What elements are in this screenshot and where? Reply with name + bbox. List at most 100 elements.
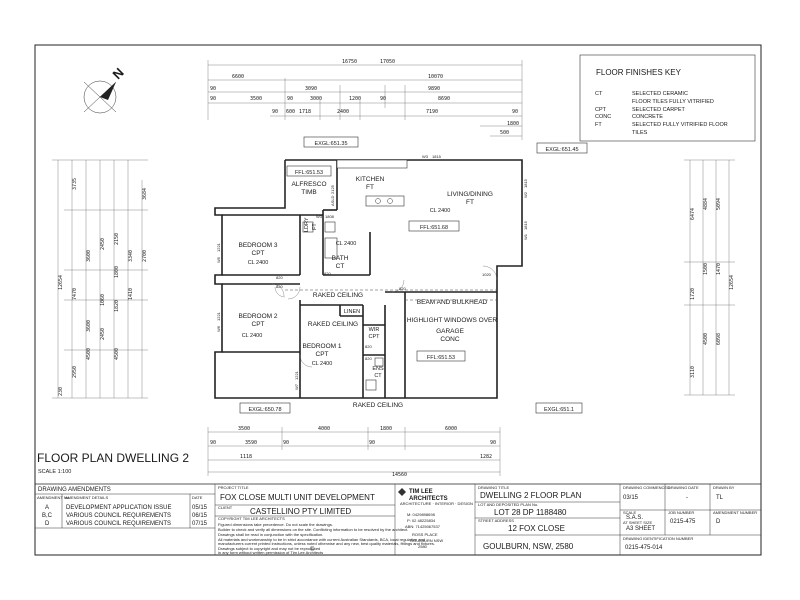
project-label: PROJECT TITLE — [218, 485, 249, 490]
exgl-d: EXGL:651.1 — [544, 407, 574, 413]
exgl-tag — [303, 136, 359, 148]
finishes-key: FLOOR FINISHES KEY CT SELECTED CERAMIC F… — [595, 68, 728, 136]
exgl-c: EXGL:650.78 — [248, 407, 281, 413]
dim-label: 6474 — [690, 208, 696, 220]
street-label: STREET ADDRESS — [478, 518, 514, 523]
dim-label: 4500 — [703, 333, 709, 345]
room-living-finish: FT — [466, 199, 474, 206]
lot-number: LOT 28 DP 1188480 — [494, 508, 567, 517]
amend-date: 06/15 — [192, 513, 208, 519]
amend-detail: VARIOUS COUNCIL REQUIREMENTS — [66, 521, 171, 527]
amend-no: D — [45, 521, 50, 527]
dim-label: 1720 — [690, 288, 696, 300]
key-title: FLOOR FINISHES KEY — [596, 68, 682, 77]
room-bath-ceiling: CL 2400 — [336, 241, 357, 247]
amend-col-date: DATE — [192, 495, 203, 500]
street-address: 12 FOX CLOSE — [508, 524, 565, 533]
note: Drawings subject to copyright and may no… — [218, 546, 320, 551]
drawing-title: DWELLING 2 FLOOR PLAN — [480, 491, 582, 500]
plan-scale: SCALE 1:100 — [38, 469, 71, 475]
dim-label: 1060 — [100, 294, 106, 306]
dim-label: 8690 — [438, 96, 450, 102]
raked-ceiling: RAKED CEILING — [308, 321, 358, 328]
dim-label: 5094 — [716, 198, 722, 210]
ffl-garage: FFL:651.53 — [427, 355, 455, 361]
drawn-by: TL — [716, 495, 724, 501]
dim-label: 2450 — [100, 328, 106, 340]
room-laundry-finish: FT — [312, 223, 318, 230]
room-living-ceiling: CL 2400 — [430, 208, 451, 214]
dim-label: 7190 — [426, 109, 438, 115]
laundry-tub — [302, 221, 314, 233]
highlight-windows: HIGHLIGHT WINDOWS OVER — [407, 317, 497, 324]
room-bath: BATH — [332, 255, 349, 262]
copyright-icon: © — [310, 546, 315, 553]
firm-tagline: ARCHITECTURE · INTERIOR · DESIGN — [400, 501, 473, 506]
firm-address: 2580 — [418, 544, 428, 549]
ffl-tag — [416, 350, 466, 362]
copyright-label: COPYRIGHT TIM LEE ARCHITECTS — [218, 516, 285, 521]
dim-label: 12654 — [729, 275, 735, 290]
dim-label: 90 — [512, 109, 518, 115]
note: manufacturers current printed instructio… — [218, 541, 435, 546]
dim-label: 1118 — [240, 454, 252, 460]
plan-title: FLOOR PLAN DWELLING 2 — [37, 451, 189, 465]
window-size: 1221 — [294, 370, 299, 380]
exgl-tag — [535, 402, 583, 414]
amend-no: B,C — [42, 513, 53, 519]
dim-label: 90 — [272, 109, 278, 115]
drawing-date: - — [686, 495, 688, 501]
room-bed1-ceiling: CL 2400 — [312, 361, 333, 367]
window-tag: W3 — [316, 214, 323, 219]
kitchen-island — [365, 195, 405, 207]
key-desc: FLOOR TILES FULLY VITRIFIED — [632, 99, 714, 105]
window-size: 1815 — [523, 178, 528, 188]
amend-detail: DEVELOPMENT APPLICATION ISSUE — [66, 505, 171, 511]
dim-label: 3590 — [245, 440, 257, 446]
ensuite-basin — [374, 357, 384, 367]
window-tag: W1 — [523, 233, 528, 240]
exgl-tag — [536, 142, 588, 154]
amend-date: 07/15 — [192, 521, 208, 527]
key-desc: TILES — [632, 130, 648, 136]
ffl-living: FFL:651.68 — [420, 225, 448, 231]
firm-name: TIM LEE — [409, 489, 433, 495]
date-label: DRAWING DATE — [668, 485, 699, 490]
note: in any form without written permission o… — [218, 550, 323, 555]
dim-label: 1500 — [703, 263, 709, 275]
dim-label: 4500 — [86, 348, 92, 360]
window-tag: W3 — [422, 154, 429, 159]
dim-label: 90 — [490, 440, 496, 446]
key-desc: SELECTED CARPET — [632, 107, 686, 113]
sheet-size: A3 SHEET — [626, 526, 655, 532]
dim-label: 90 — [283, 440, 289, 446]
dim-label: 3684 — [142, 188, 148, 200]
amendment-label: AMENDMENT NUMBER — [713, 510, 757, 515]
sheet-scale: S.A.S. — [626, 515, 643, 521]
raked-ceiling: RAKED CEILING — [353, 402, 403, 409]
dim-label: 6600 — [232, 74, 244, 80]
dim-label: 3340 — [128, 250, 134, 262]
dim-label: 1800 — [507, 121, 519, 127]
room-kitchen-finish: FT — [366, 184, 374, 191]
room-wir: WIR — [369, 327, 380, 333]
room-garage-finish: CONC — [440, 336, 459, 343]
dim-label: 1470 — [716, 263, 722, 275]
dim-label: 3500 — [250, 96, 262, 102]
amend-col-no: AMENDMENT No. — [37, 495, 70, 500]
amend-col-detail: AMENDMENT DETAILS — [65, 495, 109, 500]
amend-no: A — [45, 505, 49, 511]
dim-label: 4884 — [703, 198, 709, 210]
window-tag: W6 — [216, 325, 221, 332]
note: Figured dimensions take precedence. Do n… — [218, 522, 333, 527]
dim-label: 6000 — [445, 426, 457, 432]
room-ensuite: ENS — [372, 366, 384, 372]
dim-label: 7470 — [72, 288, 78, 300]
note: Drawings shall be read in conjunction wi… — [218, 532, 323, 537]
dim-label: 90 — [369, 440, 375, 446]
door-size: 2125 — [330, 184, 335, 194]
job-number: 0215-475 — [670, 519, 696, 525]
room-bed2-finish: CPT — [252, 321, 265, 328]
commenced: 03/15 — [623, 495, 639, 501]
dim-label: 12654 — [58, 275, 64, 290]
